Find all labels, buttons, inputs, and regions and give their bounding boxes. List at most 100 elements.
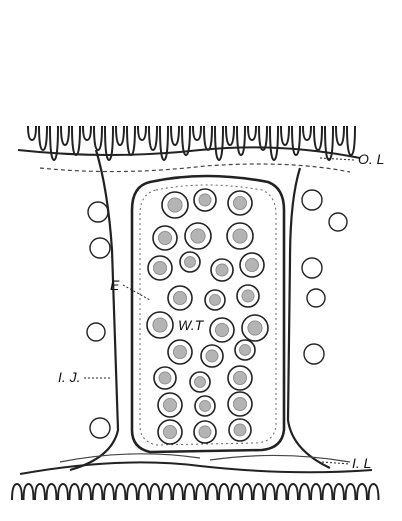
villus	[104, 484, 114, 500]
cell-nucleus	[215, 323, 228, 336]
villus	[139, 484, 149, 500]
cell	[329, 213, 347, 231]
leader-ol	[320, 158, 354, 160]
villus	[226, 126, 234, 145]
villus	[150, 484, 160, 500]
cell-nucleus	[210, 295, 221, 306]
villus	[334, 484, 344, 500]
villus	[83, 126, 91, 140]
cell-nucleus	[245, 258, 258, 271]
cell-nucleus	[195, 377, 206, 388]
villus	[12, 484, 22, 500]
cell-nucleus	[242, 290, 254, 302]
cell-nucleus	[173, 345, 186, 358]
villus	[116, 126, 124, 145]
villus	[347, 126, 355, 155]
cell-nucleus	[199, 194, 211, 206]
cell-nucleus	[199, 426, 211, 438]
villus	[24, 484, 34, 500]
cell	[304, 344, 324, 364]
villus	[300, 484, 310, 500]
villus	[185, 484, 195, 500]
leader-il	[322, 462, 350, 464]
villus	[72, 126, 80, 155]
cell	[302, 258, 322, 278]
villus	[311, 484, 321, 500]
label-il: I. L	[352, 455, 371, 471]
cell-nucleus	[233, 196, 246, 209]
cell-nucleus	[233, 397, 246, 410]
villus	[39, 126, 47, 150]
villus	[138, 126, 146, 140]
villus	[196, 484, 206, 500]
cell	[307, 289, 325, 307]
villus	[254, 484, 264, 500]
cell	[90, 418, 110, 438]
villus	[336, 126, 344, 145]
cell	[88, 202, 108, 222]
cell-nucleus	[153, 261, 166, 274]
villus	[231, 484, 241, 500]
cell-nucleus	[168, 198, 182, 212]
label-ol: O. L	[358, 151, 384, 167]
cell	[87, 323, 105, 341]
cell-nucleus	[158, 231, 171, 244]
inner-layer-fibres	[60, 454, 350, 462]
villus	[127, 126, 135, 155]
villus	[270, 126, 278, 160]
villus	[149, 126, 157, 150]
villus	[277, 484, 287, 500]
villus	[237, 126, 245, 155]
villus	[116, 484, 126, 500]
villus	[325, 126, 333, 160]
villus	[171, 126, 179, 145]
villus	[160, 126, 168, 160]
villus	[173, 484, 183, 500]
cell-nucleus	[153, 318, 167, 332]
cell-nucleus	[233, 371, 246, 384]
cell-nucleus	[233, 229, 247, 243]
villus	[70, 484, 80, 500]
villus	[369, 484, 379, 500]
chamber-cells	[147, 189, 268, 444]
villus	[35, 484, 45, 500]
villus	[281, 126, 289, 145]
outer-cells	[87, 190, 347, 438]
right-wall	[288, 168, 330, 468]
villus	[61, 126, 69, 145]
villus	[248, 126, 256, 140]
villus	[81, 484, 91, 500]
inner-layer-villi	[12, 484, 379, 500]
villus	[357, 484, 367, 500]
cell-nucleus	[200, 401, 211, 412]
villus	[47, 484, 57, 500]
villus	[94, 126, 102, 150]
villus	[193, 126, 201, 140]
cell-nucleus	[173, 291, 186, 304]
outer-layer-membrane-inner	[40, 164, 350, 172]
villus	[50, 126, 58, 160]
villus	[314, 126, 322, 150]
villus	[303, 126, 311, 140]
villus	[265, 484, 275, 500]
cell	[90, 238, 110, 258]
villus	[204, 126, 212, 150]
cell-nucleus	[163, 398, 176, 411]
villus	[346, 484, 356, 500]
label-ij: I. J.	[58, 369, 81, 385]
villus	[219, 484, 229, 500]
villus	[323, 484, 333, 500]
cell-nucleus	[234, 424, 246, 436]
villus	[242, 484, 252, 500]
villus	[208, 484, 218, 500]
cell	[302, 190, 322, 210]
villus	[288, 484, 298, 500]
label-wt: W.T	[178, 317, 205, 333]
left-wall	[70, 150, 118, 470]
villus	[162, 484, 172, 500]
villus	[292, 126, 300, 155]
cell-nucleus	[240, 345, 251, 356]
villus	[127, 484, 137, 500]
cell-nucleus	[185, 257, 196, 268]
